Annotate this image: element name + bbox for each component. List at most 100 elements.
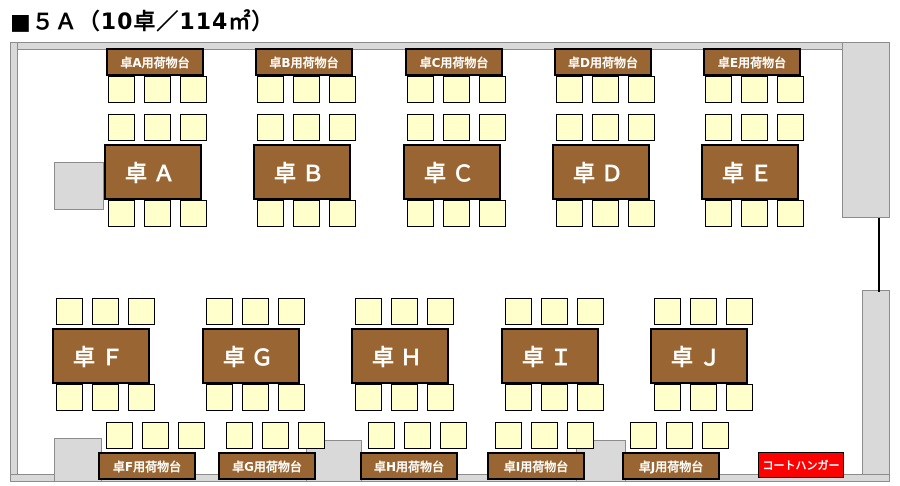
floor-plan: 卓A用荷物台 卓B用荷物台 卓C用荷物台 卓D用荷物台 卓E用荷物台 卓Ａ 卓Ｂ…: [10, 42, 890, 482]
chair-rack-g: [298, 422, 325, 449]
chair-table-j: [654, 298, 681, 325]
chair-rack-b: [293, 76, 320, 103]
chair-table-e: [705, 114, 732, 141]
chair-table-h: [355, 298, 382, 325]
wall-pillar-left: [54, 162, 104, 210]
chair-table-b: [293, 114, 320, 141]
chair-rack-a: [144, 76, 171, 103]
chair-rack-g: [226, 422, 253, 449]
chair-table-i: [505, 298, 532, 325]
chair-table-g: [242, 298, 269, 325]
chair-table-h: [427, 384, 454, 411]
chair-table-g: [278, 384, 305, 411]
chair-table-f: [92, 298, 119, 325]
chair-rack-d: [628, 76, 655, 103]
table-d: 卓Ｄ: [552, 144, 650, 200]
wall-right-upper: [842, 42, 890, 218]
luggage-rack-c: 卓C用荷物台: [405, 48, 503, 76]
chair-table-g: [206, 298, 233, 325]
luggage-rack-j: 卓J用荷物台: [622, 452, 720, 480]
chair-rack-f: [178, 422, 205, 449]
luggage-rack-b: 卓B用荷物台: [255, 48, 353, 76]
chair-rack-c: [443, 76, 470, 103]
chair-rack-f: [106, 422, 133, 449]
chair-rack-e: [777, 76, 804, 103]
chair-table-g: [206, 384, 233, 411]
luggage-rack-e: 卓E用荷物台: [703, 48, 801, 76]
luggage-rack-a: 卓A用荷物台: [106, 48, 204, 76]
chair-rack-h: [368, 422, 395, 449]
table-h: 卓Ｈ: [351, 328, 449, 384]
chair-rack-a: [180, 76, 207, 103]
chair-table-c: [443, 200, 470, 227]
chair-table-j: [690, 384, 717, 411]
wall-left: [10, 42, 18, 482]
chair-rack-i: [567, 422, 594, 449]
chair-rack-h: [404, 422, 431, 449]
chair-table-c: [407, 114, 434, 141]
chair-table-e: [741, 200, 768, 227]
chair-rack-c: [407, 76, 434, 103]
luggage-rack-i: 卓I用荷物台: [487, 452, 585, 480]
chair-rack-d: [592, 76, 619, 103]
chair-table-h: [355, 384, 382, 411]
chair-table-b: [329, 200, 356, 227]
chair-table-i: [577, 298, 604, 325]
chair-table-f: [128, 384, 155, 411]
luggage-rack-f: 卓F用荷物台: [98, 452, 196, 480]
chair-rack-j: [630, 422, 657, 449]
chair-table-g: [278, 298, 305, 325]
chair-table-i: [541, 298, 568, 325]
chair-rack-d: [556, 76, 583, 103]
chair-table-e: [705, 200, 732, 227]
chair-table-h: [391, 298, 418, 325]
chair-table-h: [391, 384, 418, 411]
chair-table-j: [654, 384, 681, 411]
chair-table-i: [541, 384, 568, 411]
chair-rack-e: [741, 76, 768, 103]
luggage-rack-g: 卓G用荷物台: [218, 452, 316, 480]
chair-table-j: [690, 298, 717, 325]
chair-table-b: [257, 200, 284, 227]
chair-table-b: [293, 200, 320, 227]
table-i: 卓Ｉ: [501, 328, 599, 384]
chair-table-b: [257, 114, 284, 141]
chair-table-d: [556, 114, 583, 141]
wall-bottom-left-block: [54, 438, 102, 482]
table-f: 卓Ｆ: [52, 328, 150, 384]
chair-table-c: [443, 114, 470, 141]
chair-table-d: [556, 200, 583, 227]
chair-table-d: [592, 114, 619, 141]
table-a: 卓Ａ: [104, 144, 202, 200]
chair-rack-i: [495, 422, 522, 449]
chair-table-a: [180, 200, 207, 227]
table-j: 卓Ｊ: [650, 328, 748, 384]
chair-rack-j: [666, 422, 693, 449]
table-b: 卓Ｂ: [253, 144, 351, 200]
table-g: 卓Ｇ: [202, 328, 300, 384]
chair-table-a: [144, 200, 171, 227]
chair-table-e: [777, 200, 804, 227]
chair-table-c: [407, 200, 434, 227]
chair-table-f: [56, 298, 83, 325]
chair-rack-a: [108, 76, 135, 103]
floor-title: ■５Ａ（10卓／114㎡）: [10, 10, 275, 35]
chair-table-e: [741, 114, 768, 141]
chair-table-a: [144, 114, 171, 141]
chair-table-i: [577, 384, 604, 411]
coat-hanger: コートハンガー: [758, 452, 844, 478]
chair-rack-c: [479, 76, 506, 103]
chair-table-e: [777, 114, 804, 141]
table-c: 卓Ｃ: [403, 144, 501, 200]
chair-rack-g: [262, 422, 289, 449]
chair-rack-j: [702, 422, 729, 449]
chair-table-a: [180, 114, 207, 141]
chair-rack-h: [440, 422, 467, 449]
chair-table-g: [242, 384, 269, 411]
chair-table-a: [108, 200, 135, 227]
chair-table-d: [592, 200, 619, 227]
wall-right-lower: [862, 290, 890, 482]
door-line: [878, 218, 880, 292]
table-e: 卓Ｅ: [701, 144, 799, 200]
chair-table-a: [108, 114, 135, 141]
